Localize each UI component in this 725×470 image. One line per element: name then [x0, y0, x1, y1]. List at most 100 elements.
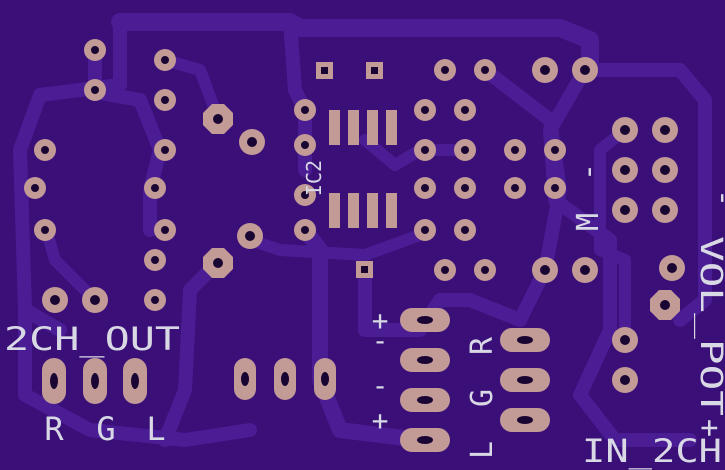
slot-hole: [417, 396, 433, 404]
in-r-label: R: [465, 336, 500, 355]
drill-hole: [580, 65, 590, 75]
drill-hole: [213, 114, 223, 124]
drill-hole: [91, 86, 99, 94]
drill-hole: [151, 256, 159, 264]
slot-hole: [50, 373, 58, 389]
ic2-footprint: [329, 110, 397, 228]
drill-hole: [481, 66, 489, 74]
slot-hole: [517, 336, 533, 344]
square-drill: [321, 67, 328, 74]
drill-hole: [667, 263, 677, 273]
drill-hole: [421, 184, 429, 192]
ic2-pad: [386, 110, 397, 145]
drill-hole: [41, 146, 49, 154]
vol-plus-label: +: [692, 419, 725, 437]
slot-hole: [517, 376, 533, 384]
slot-hole: [91, 373, 99, 389]
trace-left-pass: [159, 54, 221, 116]
in-header-label: IN_2CH: [582, 432, 722, 470]
silkscreen: IC2 2CH_OUT R G L + - - + L G R M - - VO…: [4, 160, 725, 470]
trace-center: [244, 229, 426, 261]
drill-hole: [41, 226, 49, 234]
pot-minus-label: -: [571, 163, 606, 181]
trace-pot: [594, 124, 631, 346]
drill-hole: [660, 300, 670, 310]
ic2-label: IC2: [302, 160, 326, 196]
drill-hole: [580, 265, 590, 275]
square-drill: [361, 266, 368, 273]
drill-hole: [441, 66, 449, 74]
drill-hole: [511, 184, 519, 192]
drill-hole: [421, 106, 429, 114]
trace-ic-right: [359, 134, 466, 171]
slot-hole: [321, 372, 329, 386]
slot-hole: [241, 372, 249, 386]
drill-hole: [213, 258, 223, 268]
ic2-pad: [348, 193, 359, 228]
pot-m-label: M: [571, 213, 606, 231]
drill-hole: [551, 184, 559, 192]
drill-hole: [161, 96, 169, 104]
in-g-label: G: [465, 389, 500, 407]
trace-jack-link: [358, 263, 552, 337]
octagon-pads: [203, 104, 680, 320]
vol-minus-label: -: [706, 189, 725, 207]
drill-hole: [151, 184, 159, 192]
drill-hole: [245, 231, 255, 241]
drill-hole: [620, 205, 630, 215]
drill-hole: [540, 265, 550, 275]
drill-hole: [421, 226, 429, 234]
slot-hole: [281, 372, 289, 386]
jack-out-minus-label: -: [372, 324, 389, 357]
drill-hole: [31, 184, 39, 192]
jack-in-minus-label: -: [372, 369, 389, 402]
drill-hole: [660, 125, 670, 135]
drill-hole: [301, 191, 309, 199]
out-r-label: R: [44, 410, 64, 448]
out-l-label: L: [146, 410, 165, 448]
drill-hole: [511, 146, 519, 154]
vol-pot-label: VOL_POT: [693, 236, 725, 416]
in-l-label: L: [465, 441, 500, 459]
slot-hole: [417, 316, 433, 324]
drill-hole: [301, 141, 309, 149]
drill-hole: [247, 137, 257, 147]
ic2-pad: [329, 110, 340, 145]
drill-hole: [441, 266, 449, 274]
jack-out-plus-label: +: [372, 304, 389, 337]
drill-hole: [151, 296, 159, 304]
drill-hole: [551, 146, 559, 154]
drill-hole: [461, 184, 469, 192]
oval-pads: [42, 308, 550, 452]
drill-hole: [301, 226, 309, 234]
drill-hole: [461, 226, 469, 234]
drill-hole: [50, 295, 60, 305]
jack-in-plus-label: +: [372, 404, 389, 437]
trace-top-bus: [111, 13, 599, 74]
slot-hole: [417, 436, 433, 444]
ic2-pad: [348, 110, 359, 145]
drill-hole: [660, 165, 670, 175]
drill-hole: [161, 226, 169, 234]
trace-bottom-bus: [18, 303, 257, 447]
drill-hole: [461, 146, 469, 154]
drill-hole: [161, 146, 169, 154]
trace-left-loop: [13, 15, 127, 337]
drill-hole: [91, 46, 99, 54]
drill-hole: [461, 106, 469, 114]
out-g-label: G: [96, 410, 115, 448]
ic2-pad: [329, 193, 340, 228]
drill-hole: [481, 266, 489, 274]
square-drill: [371, 67, 378, 74]
drill-hole: [421, 146, 429, 154]
drill-hole: [301, 106, 309, 114]
large-round-pads: [42, 57, 685, 393]
trace-lower-left: [158, 258, 222, 447]
slot-hole: [131, 373, 139, 389]
out-header-label: 2CH_OUT: [4, 320, 180, 358]
ic2-pad: [367, 110, 378, 145]
slot-hole: [417, 356, 433, 364]
ic2-pad: [386, 193, 397, 228]
